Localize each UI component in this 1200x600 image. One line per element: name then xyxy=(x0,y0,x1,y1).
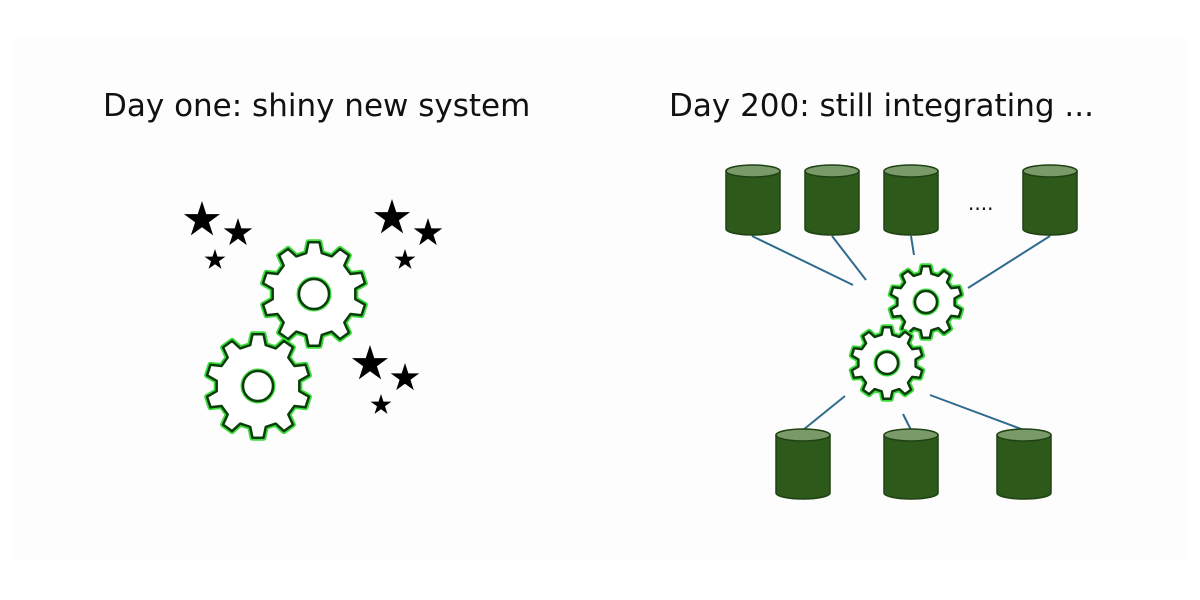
gear-icon xyxy=(260,239,368,349)
connector-line xyxy=(910,235,915,256)
ellipsis-text: .... xyxy=(968,191,993,215)
gear-icon xyxy=(887,263,965,341)
connector-line xyxy=(802,395,846,431)
database-icon xyxy=(1022,164,1078,236)
connector-line xyxy=(967,235,1051,289)
database-icon xyxy=(775,428,831,500)
connector-line xyxy=(751,235,854,286)
database-icon xyxy=(996,428,1052,500)
left-panel-title: Day one: shiny new system xyxy=(103,88,531,124)
gear-icon xyxy=(848,324,926,402)
star-icon xyxy=(351,345,389,380)
star-icon xyxy=(183,201,221,236)
gear-icon xyxy=(204,331,312,441)
database-icon xyxy=(883,164,939,236)
star-icon xyxy=(413,218,443,246)
gears-layer xyxy=(204,239,965,441)
database-icon xyxy=(804,164,860,236)
star-icon xyxy=(223,218,253,246)
connector-line xyxy=(831,235,867,281)
star-icon xyxy=(370,394,392,414)
connector-line xyxy=(929,394,1025,431)
slide-panel xyxy=(12,38,1188,560)
star-icon xyxy=(373,199,411,234)
star-icon xyxy=(394,249,416,269)
connector-line xyxy=(902,413,912,431)
right-panel-title: Day 200: still integrating ... xyxy=(669,88,1094,124)
database-icon xyxy=(883,428,939,500)
databases-layer xyxy=(725,164,1078,500)
database-icon xyxy=(725,164,781,236)
connector-lines xyxy=(751,235,1051,431)
star-icon xyxy=(390,363,420,391)
star-icon xyxy=(204,249,226,269)
